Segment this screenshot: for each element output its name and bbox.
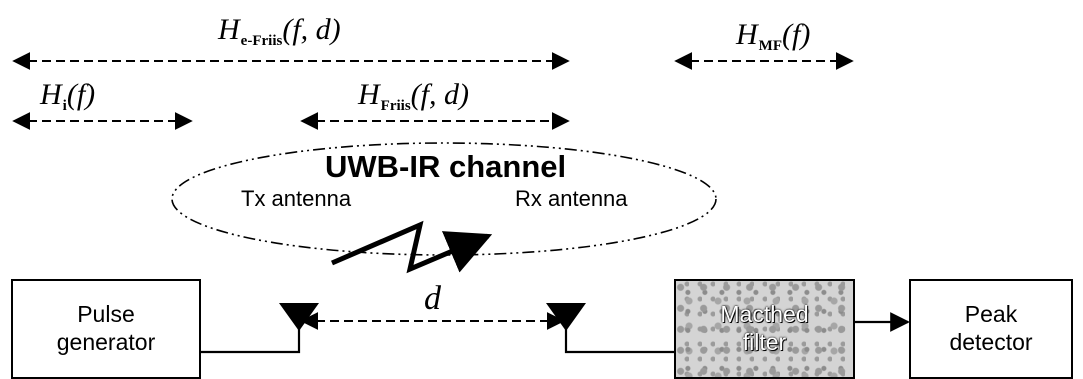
diagram-lines — [12, 52, 910, 354]
matched-filter-label-line1: Macthed — [720, 301, 809, 328]
pulse-generator-block: Pulse generator — [11, 279, 201, 379]
h-mf-label: HMF(f) — [736, 18, 811, 54]
peak-detector-label-line1: Peak — [964, 301, 1018, 328]
channel-title: UWB-IR channel — [325, 149, 567, 184]
pulse-generator-label-line1: Pulse — [77, 301, 135, 328]
matched-filter-block: Macthed filter — [674, 279, 855, 379]
h-friis-label: HFriis(f, d) — [358, 78, 469, 114]
h-efriis-label: He-Friis(f, d) — [218, 13, 341, 49]
distance-label: d — [424, 280, 441, 317]
rx-feed-line — [564, 326, 676, 354]
peak-detector-block: Peak detector — [909, 279, 1073, 379]
system-diagram: He-Friis(f, d) HMF(f) Hi(f) HFriis(f, d)… — [11, 13, 1073, 379]
tx-feed-line — [200, 326, 301, 354]
rx-antenna-label: Rx antenna — [515, 186, 628, 211]
tx-antenna-icon — [279, 303, 319, 331]
matched-filter-label-line2: filter — [742, 329, 787, 355]
tx-antenna-label: Tx antenna — [241, 186, 352, 211]
pulse-generator-label-line2: generator — [56, 329, 156, 355]
h-i-label: Hi(f) — [40, 78, 96, 114]
wireless-link-icon — [331, 220, 493, 274]
peak-detector-label-line2: detector — [949, 329, 1033, 355]
rx-antenna-icon — [546, 303, 586, 331]
